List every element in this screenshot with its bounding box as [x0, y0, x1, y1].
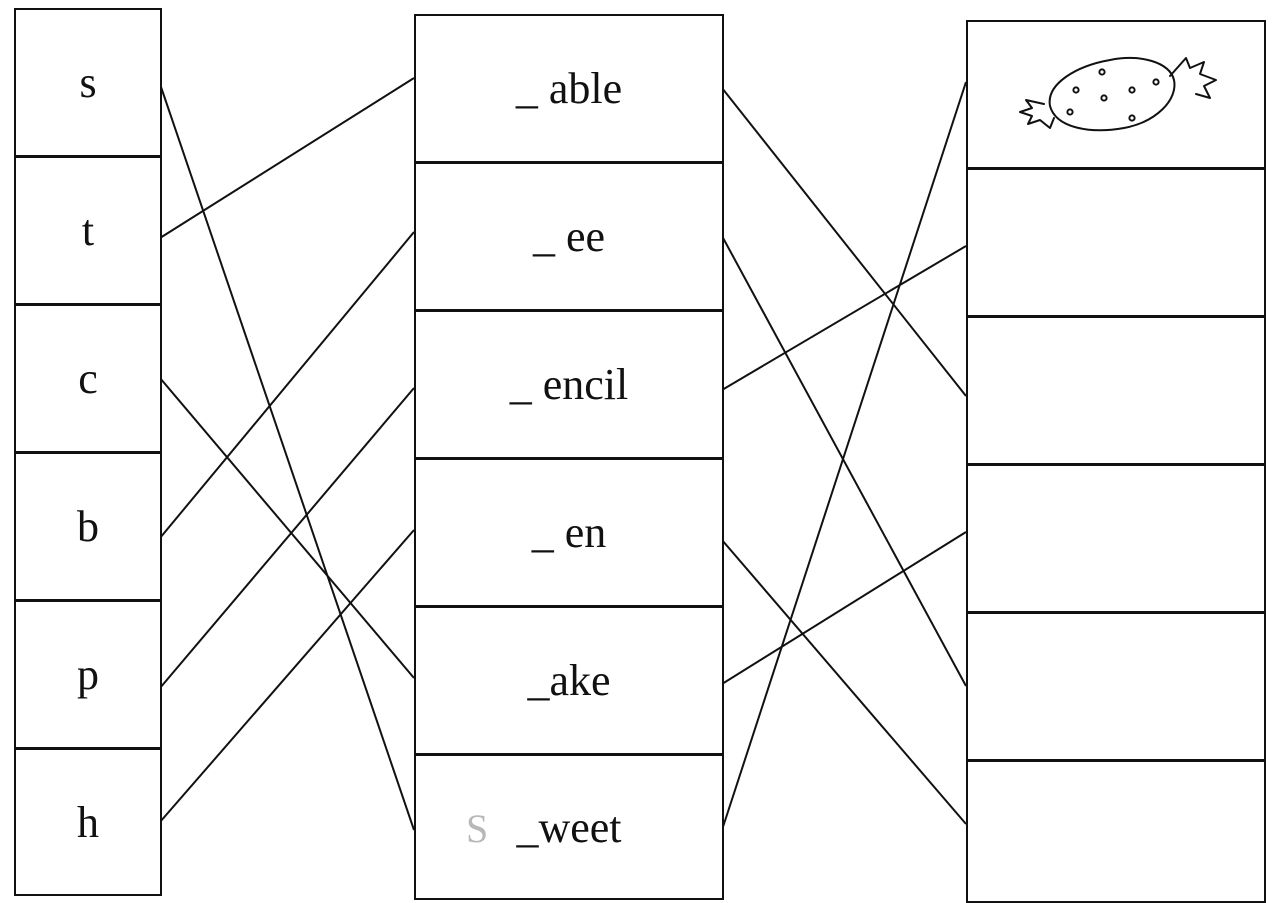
word-blank: _: [516, 803, 539, 852]
letters-column: s t c b p h: [14, 8, 162, 896]
words-column: _ able _ ee _ encil _ en _ake S _weet: [414, 14, 724, 900]
word-picture-connector: [721, 539, 967, 825]
letter-word-connector: [159, 529, 415, 823]
word-picture-connector: [721, 87, 967, 397]
picture-cell: [968, 466, 1264, 614]
picture-cell: [968, 22, 1264, 170]
picture-cell: [968, 318, 1264, 466]
letter-word-connector: [159, 83, 415, 831]
word-cell: S _weet: [416, 756, 722, 900]
candy-icon: [1019, 56, 1217, 131]
letter-word-connector: [159, 231, 415, 539]
word-picture-connector: [721, 531, 967, 685]
letter: c: [78, 353, 98, 403]
letter-word-connector: [159, 377, 415, 679]
word-cell: _ ee: [416, 164, 722, 312]
word-picture-connector: [721, 235, 967, 687]
letter-word-connector: [159, 387, 415, 689]
letter: s: [79, 57, 97, 107]
letter-cell: h: [16, 750, 160, 896]
letter: p: [77, 649, 99, 699]
picture-cell: [968, 170, 1264, 318]
letter-cell: c: [16, 306, 160, 454]
word-blank: _: [532, 211, 555, 261]
filled-letter: S: [466, 805, 489, 851]
word-blank: _: [531, 507, 554, 557]
word-blank: _: [509, 359, 532, 409]
word-blank: _: [515, 63, 538, 113]
letter: t: [81, 205, 95, 255]
letter-word-connector: [159, 77, 415, 239]
picture-cell: [968, 762, 1264, 903]
word-cell: _ able: [416, 16, 722, 164]
letter-cell: t: [16, 158, 160, 306]
word-picture-connector: [721, 81, 967, 831]
word-ending: en: [553, 507, 607, 557]
letter-cell: s: [16, 10, 160, 158]
letter-cell: p: [16, 602, 160, 750]
letter: b: [77, 501, 99, 551]
word-picture-connector: [721, 245, 967, 391]
word-cell: _ encil: [416, 312, 722, 460]
pictures-column: [966, 20, 1266, 903]
picture-cell: [968, 614, 1264, 762]
letter-cell: b: [16, 454, 160, 602]
word-blank: _: [527, 655, 550, 705]
word-ending: encil: [531, 359, 629, 409]
word-ending: weet: [538, 803, 622, 852]
word-ending: ake: [549, 655, 611, 705]
word-ending: ee: [554, 211, 606, 261]
word-cell: _ake: [416, 608, 722, 756]
word-cell: _ en: [416, 460, 722, 608]
word-ending: able: [537, 63, 623, 113]
letter: h: [77, 798, 99, 847]
